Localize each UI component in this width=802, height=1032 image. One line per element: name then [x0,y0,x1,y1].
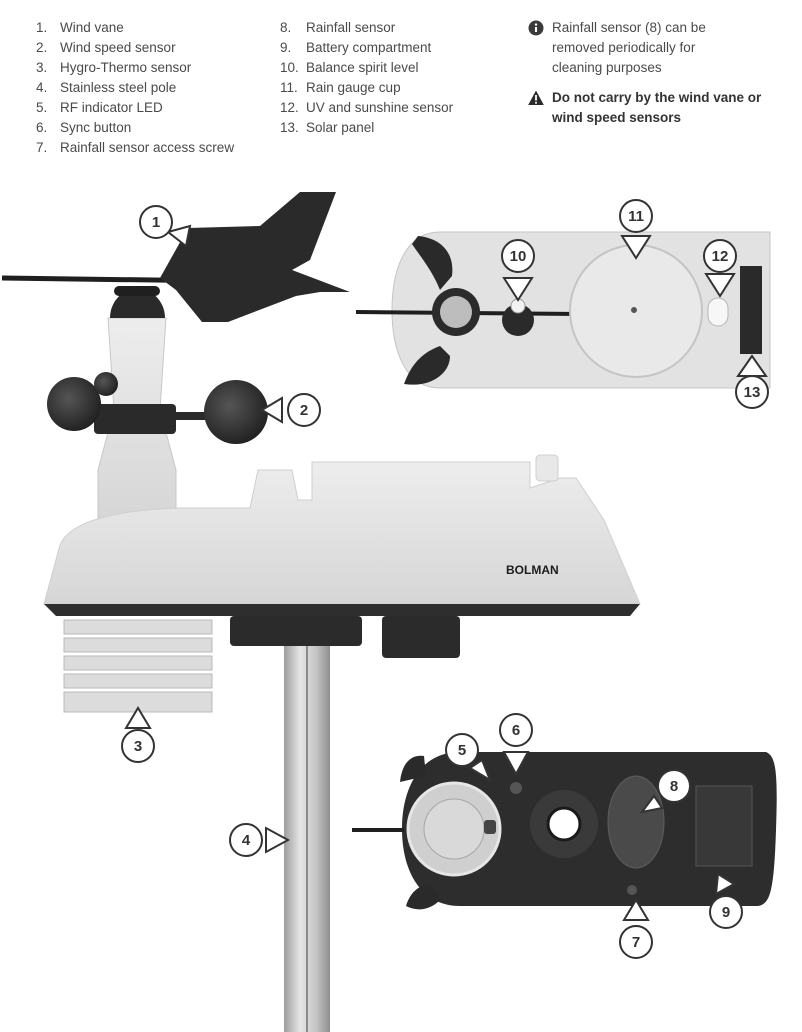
wind-vane [160,192,350,322]
callout-number: 9 [722,904,730,921]
callout-number: 12 [712,248,729,265]
callout-number: 13 [744,384,761,401]
info-icon [528,20,544,36]
legend-item: 13. Solar panel [280,118,453,138]
legend-item: 11. Rain gauge cup [280,78,453,98]
callout-number: 10 [510,248,527,265]
info-note-text: Rainfall sensor (8) can be removed perio… [552,20,706,75]
wind-speed-sensor [47,372,268,444]
legend-item: 10. Balance spirit level [280,58,453,78]
callout-number: 7 [632,934,640,951]
hygro-thermo-sensor [63,619,213,713]
callout-number: 5 [458,742,466,759]
legend-number: 2. [36,40,48,55]
battery-compartment [695,785,753,867]
legend-item: 3. Hygro-Thermo sensor [36,58,234,78]
legend-label: Battery compartment [306,40,432,55]
legend-label: RF indicator LED [60,100,163,115]
callout-12: 12 [703,239,737,298]
legend-number: 13. [280,120,299,135]
legend-number: 1. [36,20,48,35]
callout-8: 8 [639,769,691,814]
uv-sunshine-sensor [707,297,729,327]
callout-4: 4 [229,823,291,857]
legend-number: 3. [36,60,48,75]
legend-item: 1. Wind vane [36,18,234,38]
rainfall-sensor [607,775,665,869]
legend-item: 8. Rainfall sensor [280,18,453,38]
station-top-view [355,231,771,389]
legend-label: Sync button [60,120,132,135]
callout-number: 8 [670,778,678,795]
callout-3: 3 [121,706,155,763]
legend-item: 9. Battery compartment [280,38,453,58]
station-body [43,461,641,605]
legend-number: 5. [36,100,48,115]
solar-panel [740,266,762,354]
callout-number: 11 [628,208,644,225]
callout-5: 5 [445,733,493,783]
legend-item: 5. RF indicator LED [36,98,234,118]
warning-note: Do not carry by the wind vane or wind sp… [528,88,788,128]
legend-label: Hygro-Thermo sensor [60,60,192,75]
legend-label: Rainfall sensor [306,20,396,35]
legend-item: 12. UV and sunshine sensor [280,98,453,118]
callout-number: 1 [152,214,160,231]
callout-1: 1 [139,205,192,248]
warning-icon [528,90,544,105]
legend-label: Wind vane [60,20,124,35]
station-side-view: BOLMAN [1,192,641,1032]
callout-9: 9 [709,872,743,929]
legend-item: 6. Sync button [36,118,234,138]
callout-6: 6 [499,713,533,777]
callout-7: 7 [619,898,653,959]
callout-10: 10 [501,239,535,302]
legend-item: 4. Stainless steel pole [36,78,234,98]
brand-logo: BOLMAN [506,563,559,577]
legend-label: UV and sunshine sensor [306,100,454,115]
station-bottom-view [352,752,777,910]
legend-item: 7. Rainfall sensor access screw [36,138,234,158]
legend-number: 8. [280,20,292,35]
callout-13: 13 [735,354,769,409]
legend-number: 10. [280,60,299,75]
legend-column-1: 1. Wind vane 2. Wind speed sensor 3. Hygro-… [36,18,234,158]
warning-note-text: Do not carry by the wind vane or wind sp… [552,90,762,125]
legend-number: 6. [36,120,48,135]
legend-label: Balance spirit level [306,60,419,75]
legend-number: 9. [280,40,292,55]
callout-number: 4 [242,832,251,849]
legend-column-2: 8.Rainfall sensor 9.Battery compartment … [280,18,453,138]
legend-label: Rainfall sensor access screw [60,140,235,155]
legend-item: 2. Wind speed sensor [36,38,234,58]
legend-number: 4. [36,80,48,95]
legend-number: 12. [280,100,299,115]
callout-11: 11 [619,199,653,260]
legend-number: 11. [280,80,298,95]
legend-number: 7. [36,140,48,155]
info-note: Rainfall sensor (8) can be removed perio… [528,18,718,78]
legend-label: Wind speed sensor [60,40,176,55]
callout-number: 3 [134,738,142,755]
legend-label: Stainless steel pole [60,80,177,95]
legend-label: Rain gauge cup [306,80,401,95]
callout-number: 2 [300,402,308,419]
callout-2: 2 [260,393,321,427]
callout-number: 6 [512,722,520,739]
legend-label: Solar panel [306,120,375,135]
